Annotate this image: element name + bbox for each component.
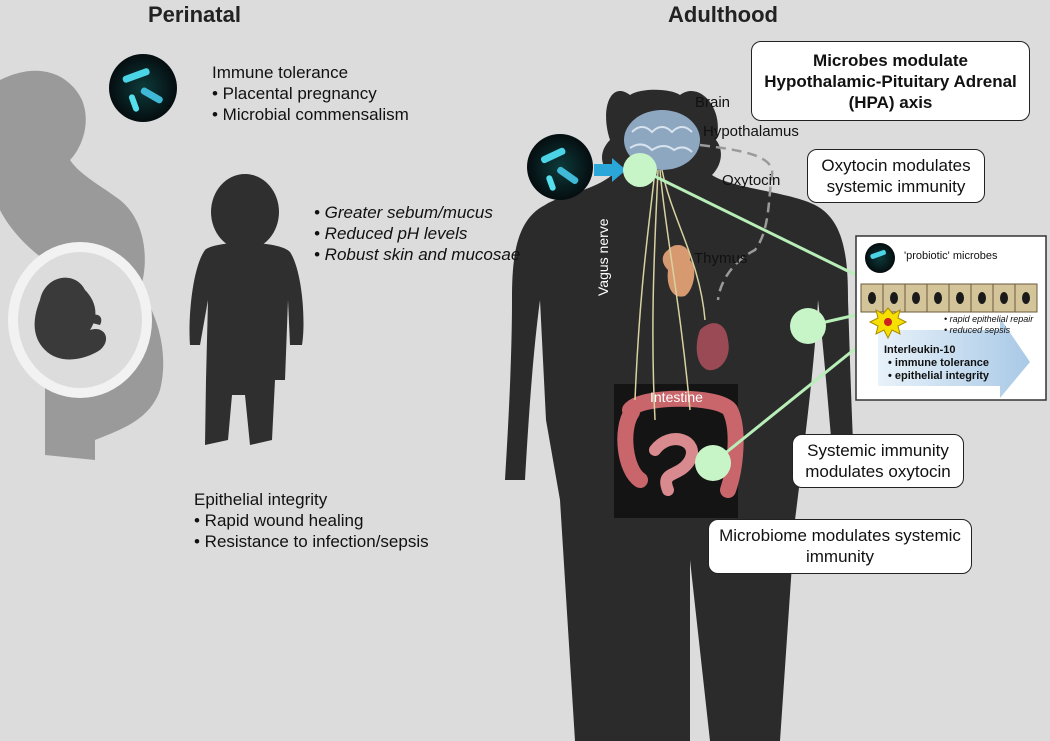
box-line: immunity <box>805 547 874 566</box>
inset-notes: • rapid epithelial repair • reduced seps… <box>944 314 1033 336</box>
node-brain <box>623 153 657 187</box>
immunity-oxytocin-box: Systemic immunity modulates oxytocin <box>792 434 964 488</box>
immune-tolerance-title: Immune tolerance <box>212 63 349 82</box>
box-line: Oxytocin modulates <box>821 156 971 175</box>
child-trait-item: • Reduced pH levels <box>314 224 468 243</box>
spleen-illustration <box>696 323 729 371</box>
inset-il10: Interleukin-10 • immune tolerance • epit… <box>884 344 989 383</box>
inset-note: • reduced sepsis <box>944 325 1011 335</box>
label-intestine: Intestine <box>650 389 703 405</box>
child-traits-list: • Greater sebum/mucus • Reduced pH level… <box>314 202 520 265</box>
microbiome-immunity-box: Microbiome modulates systemic immunity <box>708 519 972 574</box>
label-thymus: Thymus <box>694 250 748 267</box>
bacteria-image-top <box>109 54 177 122</box>
immune-tolerance-item: • Microbial commensalism <box>212 105 409 124</box>
box-line: Microbiome modulates systemic <box>719 526 961 545</box>
vagus-nerve-lines <box>634 169 706 421</box>
label-hypothalamus: Hypothalamus <box>703 123 799 140</box>
inset-note: • rapid epithelial repair <box>944 314 1034 324</box>
inset-effect: • epithelial integrity <box>888 370 990 382</box>
inset-il10-title: Interleukin-10 <box>884 344 956 356</box>
probiotic-inset-panel <box>855 235 1047 401</box>
epithelial-item: • Rapid wound healing <box>194 511 364 530</box>
child-trait-item: • Robust skin and mucosae <box>314 245 521 264</box>
label-brain: Brain <box>695 94 731 111</box>
immune-tolerance-item: • Placental pregnancy <box>212 84 377 103</box>
inset-probiotic-label: 'probiotic' microbes <box>904 250 998 262</box>
node-immunity <box>695 445 731 481</box>
box-line: systemic immunity <box>826 177 966 196</box>
box-line: Systemic immunity <box>807 441 949 460</box>
epithelial-integrity-block: Epithelial integrity • Rapid wound heali… <box>194 489 429 552</box>
microbe-arrow <box>594 158 626 182</box>
hpa-line: Microbes modulate <box>813 51 968 70</box>
node-intestine-inset <box>790 308 826 344</box>
oxytocin-pathway <box>699 143 774 301</box>
epithelial-title: Epithelial integrity <box>194 490 328 509</box>
child-trait-item: • Greater sebum/mucus <box>314 203 493 222</box>
heading-adulthood: Adulthood <box>668 2 778 27</box>
inset-effect: • immune tolerance <box>888 357 990 369</box>
epithelial-item: • Resistance to infection/sepsis <box>194 532 429 551</box>
bacteria-image-adult <box>527 134 593 200</box>
immune-tolerance-block: Immune tolerance • Placental pregnancy •… <box>212 62 409 125</box>
hpa-axis-box: Microbes modulate Hypothalamic-Pituitary… <box>751 41 1030 121</box>
hpa-line: Hypothalamic-Pituitary Adrenal <box>764 72 1017 91</box>
heading-perinatal: Perinatal <box>148 2 241 27</box>
box-line: modulates oxytocin <box>805 462 951 481</box>
label-vagus-nerve: Vagus nerve <box>595 218 611 296</box>
label-oxytocin: Oxytocin <box>722 172 781 189</box>
oxytocin-immunity-box: Oxytocin modulates systemic immunity <box>807 149 985 203</box>
pregnant-woman-silhouette <box>0 70 164 460</box>
hpa-line: (HPA) axis <box>848 93 933 112</box>
child-silhouette <box>189 174 304 445</box>
